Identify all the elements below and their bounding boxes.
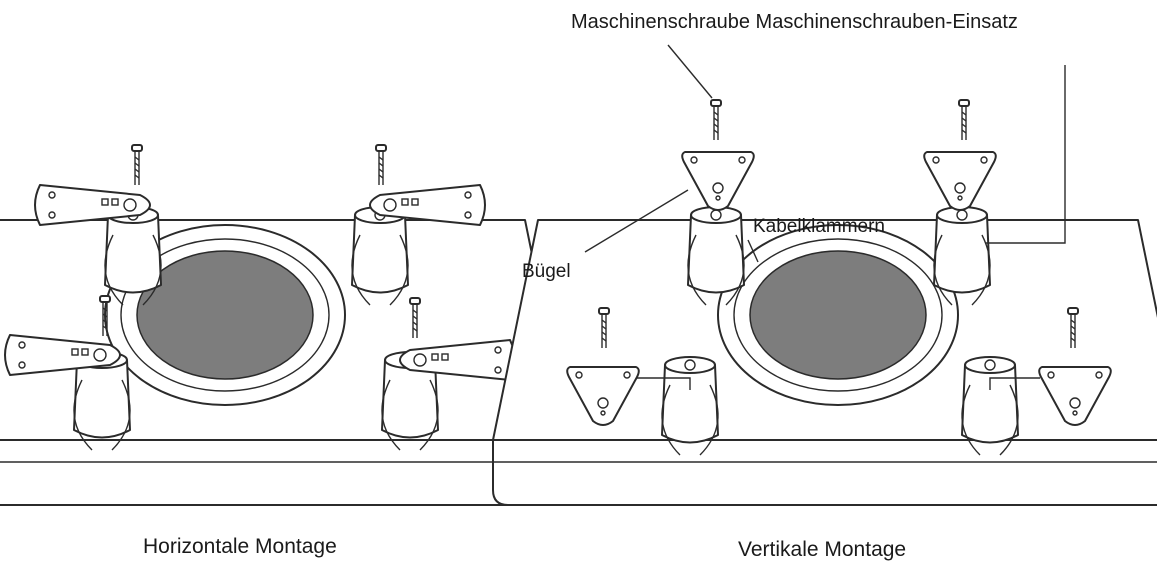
horizontal-mounting-caption: Horizontale Montage <box>143 535 337 558</box>
horizontal-assembly <box>0 144 571 506</box>
vertical-mounting-caption: Vertikale Montage <box>738 538 907 561</box>
vertical-assembly <box>492 99 1157 506</box>
cable-clamps-label: Kabelklammern <box>753 216 885 237</box>
bracket-label: Bügel <box>522 261 571 282</box>
leader-lines <box>584 44 1066 263</box>
screw-and-insert-label: Maschinenschraube Maschinenschrauben-Ein… <box>571 11 1018 33</box>
